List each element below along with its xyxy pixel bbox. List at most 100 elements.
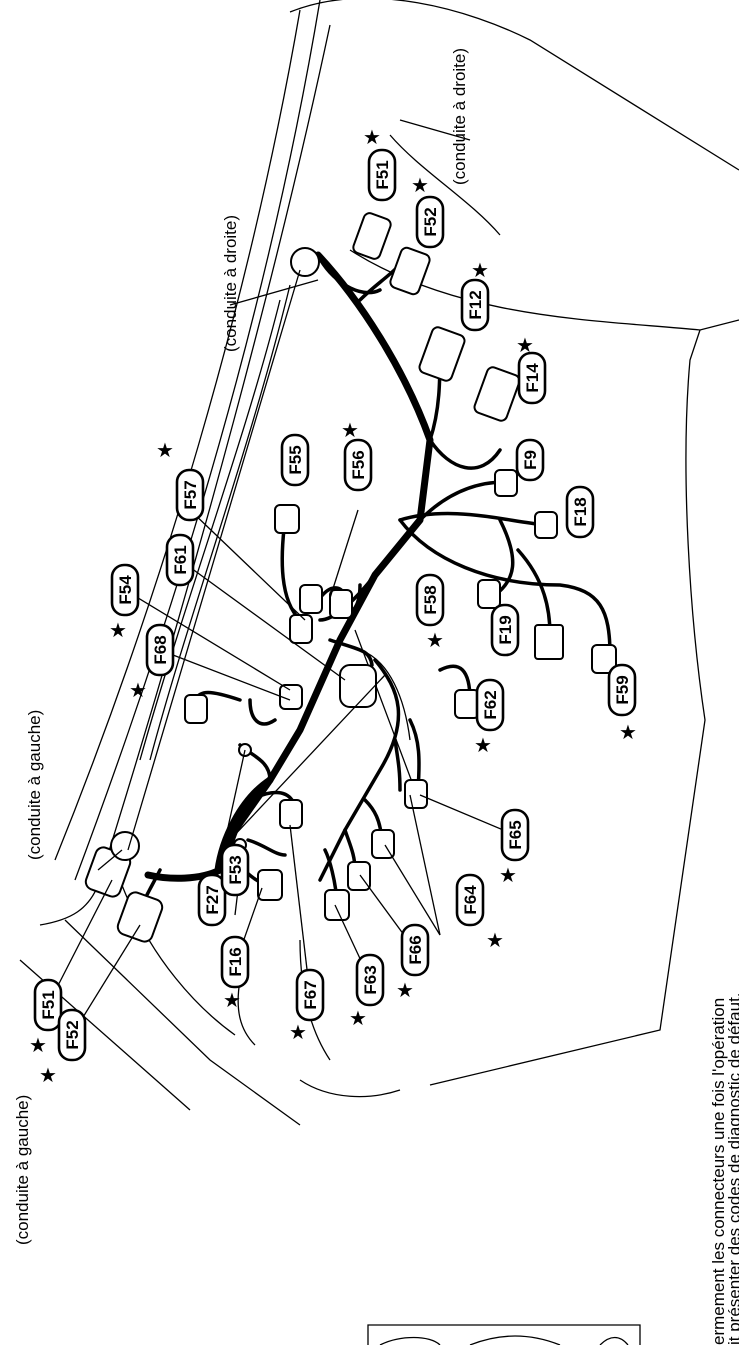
connector-callout-f51r: F51 ★: [363, 127, 397, 202]
connector-callout-f59: F59 ★: [607, 663, 637, 744]
connector-callout-badge: [33, 978, 63, 1032]
label-right-drive-middle: (conduite à droite): [221, 215, 240, 352]
connector-callout-f66: F66 ★: [396, 923, 430, 1002]
leader-lines: [47, 269, 516, 1036]
connector-label: F12: [466, 290, 485, 319]
connector-label: F61: [171, 545, 190, 574]
connector-callout-badge: [355, 953, 385, 1007]
connector-callout-f51: F51 ★: [29, 978, 63, 1057]
connector-callout-badge: [175, 468, 205, 522]
connector-label: F14: [523, 363, 542, 393]
connector-callout-badge: [415, 195, 445, 249]
connector-callout-badge: [343, 438, 373, 492]
connector-callout-f52: F52 ★: [39, 1008, 87, 1087]
star-icon: ★: [486, 930, 504, 952]
connector-callout-f68: F68★: [129, 623, 175, 702]
connector-callout-f58: F58 ★: [415, 573, 445, 652]
connector-callout-f62: F62★: [474, 678, 505, 757]
connector-callout-f55: F55: [280, 433, 310, 487]
connector-callout-badge: [455, 873, 485, 927]
connector-callout-badge: [607, 663, 637, 717]
connector-label: F58: [421, 585, 440, 614]
connector-label: F66: [406, 935, 425, 964]
label-right-drive-top: (conduite à droite): [450, 48, 469, 185]
connector-label: F63: [361, 965, 380, 994]
connector-callout-f61: F61: [165, 533, 195, 587]
label-left-drive-middle: (conduite à gauche): [25, 710, 44, 860]
connector-callout-f63: F63 ★: [349, 953, 385, 1030]
connector-label: F19: [496, 615, 515, 644]
label-left-drive-bottom: (conduite à gauche): [13, 1095, 32, 1245]
connector-callout-f9: F9: [515, 438, 545, 482]
connector-callout-f56: F56 ★: [341, 420, 373, 492]
connector-label: F68: [151, 635, 170, 664]
connector-callout-f67: F67 ★: [289, 968, 325, 1044]
connector-label: F27: [203, 885, 222, 914]
connector-label: F55: [286, 445, 305, 474]
connector-callout-badge: [400, 923, 430, 977]
footnote-line-1: ermement les connecteurs une fois l'opér…: [709, 998, 728, 1345]
harness-trunk: [144, 251, 434, 882]
connector-label: F56: [349, 450, 368, 479]
connector-callout-badge: [165, 533, 195, 587]
connector-callout-badge: [280, 433, 310, 487]
star-icon: ★: [411, 175, 429, 197]
connector-label: F9: [521, 450, 540, 470]
connector-callout-badge: [145, 623, 175, 677]
connector-callout-f65: F65 ★: [499, 808, 530, 887]
connector-label: F65: [506, 820, 525, 849]
connector-callout-badge: [515, 438, 545, 482]
connector-callout-badge: [415, 573, 445, 627]
connector-callout-f52r: F52★: [411, 175, 445, 249]
connector-label: F67: [301, 980, 320, 1009]
star-icon: ★: [129, 680, 147, 702]
connector-callout-f64: F64 ★: [455, 873, 504, 952]
star-icon: ★: [289, 1022, 307, 1044]
connector-label: F57: [181, 480, 200, 509]
connector-callout-f16: F16★: [220, 935, 250, 1012]
footnote: ermement les connecteurs une fois l'opér…: [709, 992, 739, 1345]
connector-label: F54: [116, 575, 135, 605]
connector-label: F53: [226, 855, 245, 884]
star-icon: ★: [516, 335, 534, 357]
connector-callout-f12: F12 ★: [460, 260, 490, 332]
star-icon: ★: [396, 980, 414, 1002]
star-icon: ★: [39, 1065, 57, 1087]
connector-label: F51: [39, 990, 58, 1019]
connector-label: F64: [461, 885, 480, 915]
star-icon: ★: [499, 865, 517, 887]
star-icon: ★: [426, 630, 444, 652]
connector-callout-badge: [475, 678, 505, 732]
connector-callout-badge: [197, 873, 227, 927]
connector-bodies: [84, 212, 617, 943]
star-icon: ★: [156, 440, 174, 462]
connector-callout-badge: [490, 603, 520, 657]
star-icon: ★: [363, 127, 381, 149]
inset-figure: [367, 1324, 641, 1345]
connector-callout-badge: [517, 351, 547, 405]
star-icon: ★: [619, 722, 637, 744]
connector-callout-f53: F53: [220, 843, 250, 897]
side-labels: (conduite à gauche) (conduite à gauche) …: [13, 48, 469, 1245]
star-icon: ★: [29, 1035, 47, 1057]
connector-callout-f19: F19: [490, 603, 520, 657]
connector-callout-badge: [367, 148, 397, 202]
star-icon: ★: [349, 1008, 367, 1030]
connector-callout-f18: F18: [565, 485, 595, 539]
connector-callout-f27: F27: [197, 873, 227, 927]
star-icon: ★: [341, 420, 359, 442]
connector-label: F59: [613, 675, 632, 704]
connector-callout-badge: [500, 808, 530, 862]
connector-callouts: F51★F52★F16★F67★F63★F66★F27F53F64★F65★F6…: [29, 127, 637, 1087]
connector-callout-badge: [110, 563, 140, 617]
connector-callout-badge: [565, 485, 595, 539]
connector-callout-badge: [220, 843, 250, 897]
connector-callout-badge: [57, 1008, 87, 1062]
connector-callout-f57: F57 ★: [156, 440, 205, 522]
connector-label: F51: [373, 160, 392, 189]
star-icon: ★: [223, 990, 241, 1012]
connector-callout-badge: [460, 278, 490, 332]
connector-label: F52: [63, 1020, 82, 1049]
star-icon: ★: [471, 260, 489, 282]
